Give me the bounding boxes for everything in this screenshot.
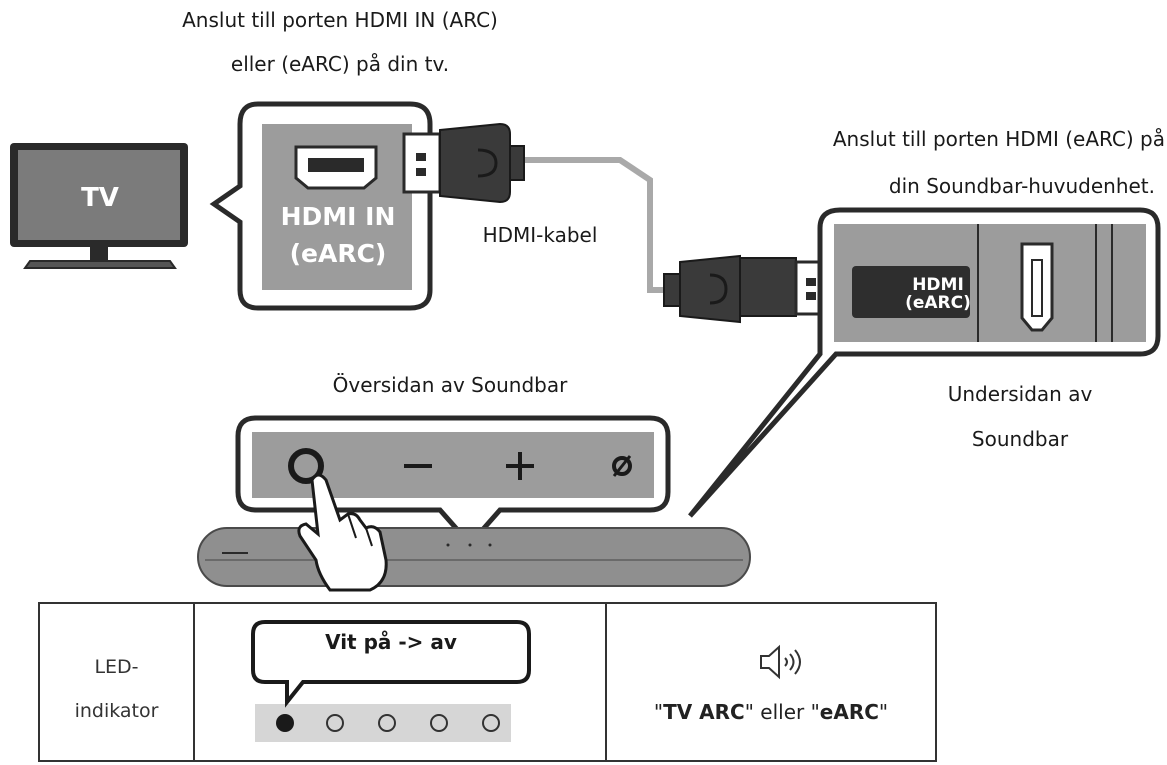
led-bubble-text: Vit på -> av: [325, 630, 457, 654]
led-pattern-cell: Vit på -> av: [195, 604, 607, 760]
tv-hdmi-label-line1: HDMI IN: [281, 202, 396, 231]
led-pattern-graphic: [251, 620, 531, 742]
soundbar-port-caption-line2: din Soundbar-huvudenhet.: [888, 174, 1155, 198]
led-dot-on: [276, 714, 294, 732]
soundbar-port-caption-line1: Anslut till porten HDMI (eARC) på: [832, 127, 1165, 151]
status-tv-arc: TV ARC: [663, 700, 745, 724]
soundbar-body: [197, 527, 751, 587]
status-earc: eARC: [819, 700, 879, 724]
soundbar-hdmi-label-line1: HDMI: [912, 275, 964, 295]
top-side-label: Översidan av Soundbar: [332, 373, 568, 397]
soundbar-side-hdmi-plug-icon: [663, 254, 832, 324]
led-label-cell: LED- indikator: [40, 604, 195, 760]
soundbar-hdmi-port-icon: [1020, 242, 1054, 332]
tv-port-caption-line2: eller (eARC) på din tv.: [230, 52, 450, 76]
cable-label: HDMI-kabel: [483, 223, 598, 247]
led-label-line2: indikator: [74, 700, 159, 722]
led-indicator-table: LED- indikator Vit på -> av "TV ARC" ell…: [38, 602, 937, 762]
led-status-cell: "TV ARC" eller "eARC": [607, 604, 935, 760]
led-strip: [255, 704, 511, 742]
led-dot-off: [482, 714, 500, 732]
soundbar-hdmi-label-line2: (eARC): [905, 293, 971, 313]
led-label-line1: LED-: [94, 656, 139, 678]
soundbar-bottom-callout: [688, 207, 1161, 518]
tv-hdmi-label-line2: (eARC): [290, 239, 387, 268]
tv-hdmi-port-icon: [294, 145, 378, 190]
hand-pointer-icon: [297, 473, 388, 592]
tv-icon: [10, 143, 188, 269]
bottom-side-label-line2: Soundbar: [971, 427, 1069, 451]
led-dot-off: [326, 714, 344, 732]
connection-diagram: TV HDMI IN (eARC) HDMI-kabel: [10, 101, 1161, 592]
tv-label: TV: [81, 183, 119, 213]
tv-side-hdmi-plug-icon: [402, 122, 525, 204]
speaker-icon: [760, 644, 801, 680]
led-status-text: "TV ARC" eller "eARC": [653, 700, 889, 724]
tv-port-caption-line1: Anslut till porten HDMI IN (ARC): [182, 8, 498, 32]
led-dot-off: [430, 714, 448, 732]
hdmi-cable-line: [520, 157, 680, 293]
led-dot-off: [378, 714, 396, 732]
led-bubble: [251, 620, 531, 708]
soundbar-button-icons: [288, 448, 632, 484]
bottom-side-label-line1: Undersidan av: [947, 382, 1093, 406]
